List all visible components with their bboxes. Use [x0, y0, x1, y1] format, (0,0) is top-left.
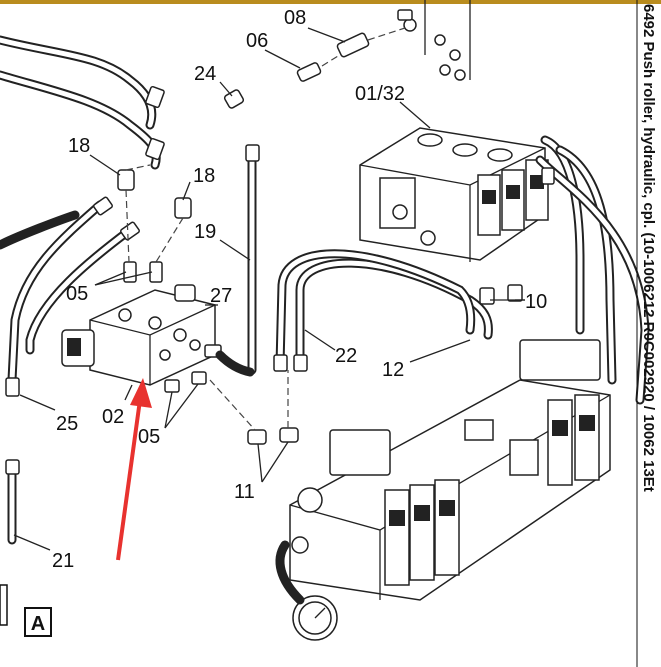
callout-21: 21	[52, 550, 74, 572]
callout-10: 10	[525, 291, 547, 313]
callout-24: 24	[194, 63, 216, 85]
hoses-right	[535, 135, 650, 405]
callout-25: 25	[56, 413, 78, 435]
callout-22: 22	[335, 345, 357, 367]
callout-08: 08	[284, 7, 306, 29]
callout-06: 06	[246, 30, 268, 52]
fittings-11	[209, 370, 299, 445]
hose-21	[0, 210, 140, 545]
callout-19: 19	[194, 221, 216, 243]
callout-27: 27	[210, 285, 232, 307]
hose-upper-left	[0, 35, 165, 170]
hose-25	[5, 196, 113, 397]
hoses-22-12	[273, 249, 523, 372]
top-right-fittings	[397, 0, 471, 81]
valve-manifold-upper	[359, 127, 549, 262]
callout-01-32: 01/32	[355, 83, 405, 105]
view-label: A	[31, 613, 45, 635]
callout-02: 02	[102, 406, 124, 428]
callout-05-a: 05	[66, 283, 88, 305]
callout-11: 11	[234, 481, 255, 503]
red-arrow	[116, 378, 152, 561]
side-caption: 6492 Push roller, hydraulic, cpl. (10-10…	[640, 4, 657, 492]
leader-lines	[13, 27, 525, 551]
valve-manifold-lower	[275, 339, 611, 641]
hose-19	[215, 89, 260, 377]
valve-block-02	[61, 261, 222, 393]
fittings-06-08	[296, 18, 417, 82]
callout-18-b: 18	[193, 165, 215, 187]
callout-18-a: 18	[68, 135, 90, 157]
side-caption-group: 6492 Push roller, hydraulic, cpl. (10-10…	[636, 0, 657, 667]
callout-05-b: 05	[138, 426, 160, 448]
view-label-box: A	[0, 584, 52, 637]
fittings-18	[117, 164, 192, 263]
callouts: 08 06 24 01/32 18 18 19 05 27 10 22 12 2…	[52, 7, 547, 572]
callout-12: 12	[382, 359, 404, 381]
top-accent-bar	[0, 0, 661, 4]
